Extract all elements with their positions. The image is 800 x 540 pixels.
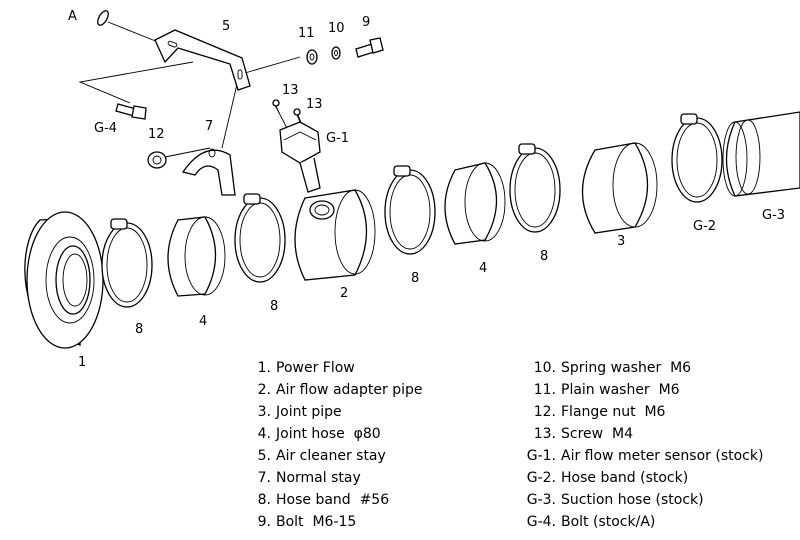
o-ring-a xyxy=(97,10,109,26)
legend-text: Screw M4 xyxy=(561,426,633,442)
legend-text: Hose band (stock) xyxy=(561,470,689,486)
legend-code: 5. xyxy=(257,448,271,464)
legend-row: 9. Bolt M6-15 xyxy=(255,511,422,533)
callout-g-3: G-3 xyxy=(762,208,785,223)
air-cleaner-stay-part-5 xyxy=(154,29,251,91)
callout-2: 2 xyxy=(340,286,348,301)
callout-9: 9 xyxy=(362,15,370,30)
screw-part-13-b xyxy=(293,108,301,123)
callout-13-b: 13 xyxy=(306,97,323,112)
normal-stay-part-7 xyxy=(181,148,236,196)
hose-band-part-8-1 xyxy=(101,218,153,308)
legend-code: 12. xyxy=(533,404,556,420)
callout-g-1: G-1 xyxy=(326,131,349,146)
parts-legend-left: 1. Power Flow 2. Air flow adapter pipe 3. Joi… xyxy=(255,357,423,533)
hose-band-part-8-3 xyxy=(384,165,436,255)
legend-code: G-3. xyxy=(526,492,556,508)
spring-washer-part-10 xyxy=(331,46,341,60)
callout-g-2: G-2 xyxy=(693,219,716,234)
legend-text: Air cleaner stay xyxy=(276,448,386,464)
legend-text: Bolt (stock/A) xyxy=(561,514,656,530)
legend-code: G-2. xyxy=(526,470,556,486)
suction-hose-g-3 xyxy=(722,111,800,197)
legend-text: Normal stay xyxy=(276,470,361,486)
bolt-part-9 xyxy=(355,37,384,58)
legend-row: 8. Hose band #56 xyxy=(255,489,422,511)
legend-row: G-1. Air flow meter sensor (stock) xyxy=(520,445,764,467)
joint-hose-part-4-2 xyxy=(444,162,506,245)
callout-3: 3 xyxy=(617,234,625,249)
legend-text: Power Flow xyxy=(276,360,355,376)
callout-10: 10 xyxy=(328,21,345,36)
callout-8-c: 8 xyxy=(411,271,419,286)
callout-12: 12 xyxy=(148,127,165,142)
callout-8-d: 8 xyxy=(540,249,548,264)
joint-hose-part-4-1 xyxy=(167,216,226,297)
hose-band-part-8-4 xyxy=(509,143,561,233)
parts-legend-right: 10. Spring washer M6 11. Plain washer M6 12.… xyxy=(520,357,764,533)
legend-row: 12. Flange nut M6 xyxy=(520,401,763,423)
legend-row: 10. Spring washer M6 xyxy=(520,357,763,379)
legend-code: 8. xyxy=(257,492,271,508)
legend-code: 2. xyxy=(257,382,271,398)
screw-part-13-a xyxy=(272,99,280,114)
callout-a: A xyxy=(68,9,77,24)
callout-7: 7 xyxy=(205,119,213,134)
legend-text: Air flow meter sensor (stock) xyxy=(561,448,764,464)
plain-washer-part-11 xyxy=(306,49,318,65)
legend-row: 7. Normal stay xyxy=(255,467,422,489)
legend-text: Bolt M6-15 xyxy=(276,514,357,530)
legend-row: G-4. Bolt (stock/A) xyxy=(520,511,763,533)
legend-code: 13. xyxy=(533,426,556,442)
legend-row: 11. Plain washer M6 xyxy=(520,379,763,401)
legend-code: 9. xyxy=(257,514,271,530)
callout-8-a: 8 xyxy=(135,322,143,337)
legend-code: 7. xyxy=(257,470,271,486)
legend-code: 1. xyxy=(257,360,271,376)
hose-band-part-8-2 xyxy=(234,193,286,283)
callout-1: 1 xyxy=(78,355,86,370)
callout-8-b: 8 xyxy=(270,299,278,314)
legend-row: 3. Joint pipe xyxy=(255,401,422,423)
callout-labels: A 5 11 10 9 13 13 G-1 G-4 12 7 1 8 4 8 2… xyxy=(68,9,785,370)
legend-row: G-2. Hose band (stock) xyxy=(520,467,763,489)
legend-code: 10. xyxy=(533,360,556,376)
flange-nut-part-12 xyxy=(147,151,167,169)
legend-row: 2. Air flow adapter pipe xyxy=(255,379,423,401)
legend-row: 5. Air cleaner stay xyxy=(255,445,422,467)
legend-text: Flange nut M6 xyxy=(561,404,666,420)
legend-row: 4. Joint hose φ80 xyxy=(255,423,422,445)
legend-row: G-3. Suction hose (stock) xyxy=(520,489,763,511)
legend-text: Air flow adapter pipe xyxy=(276,382,423,398)
legend-code: 4. xyxy=(257,426,271,442)
legend-text: Suction hose (stock) xyxy=(561,492,704,508)
legend-text: Hose band #56 xyxy=(276,492,390,508)
legend-code: G-1. xyxy=(526,448,556,464)
legend-code: 11. xyxy=(533,382,556,398)
legend-row: 1. Power Flow xyxy=(255,357,422,379)
callout-5: 5 xyxy=(222,19,230,34)
callout-g-4: G-4 xyxy=(94,121,117,136)
legend-code: 3. xyxy=(257,404,271,420)
air-flow-adapter-pipe-part-2 xyxy=(294,189,376,281)
legend-text: Spring washer M6 xyxy=(561,360,692,376)
legend-code: G-4. xyxy=(526,514,556,530)
callout-4-b: 4 xyxy=(479,261,487,276)
power-flow-part-1 xyxy=(24,211,104,349)
hose-band-g-2 xyxy=(671,113,723,203)
legend-row: 13. Screw M4 xyxy=(520,423,763,445)
legend-text: Joint hose φ80 xyxy=(276,426,381,442)
legend-text: Joint pipe xyxy=(276,404,342,420)
callout-11: 11 xyxy=(298,26,315,41)
legend-text: Plain washer M6 xyxy=(561,382,680,398)
callout-4-a: 4 xyxy=(199,314,207,329)
air-flow-meter-sensor-g-1 xyxy=(279,121,321,193)
bolt-g-4 xyxy=(115,103,147,120)
callout-13-a: 13 xyxy=(282,83,299,98)
joint-pipe-part-3 xyxy=(581,142,658,234)
